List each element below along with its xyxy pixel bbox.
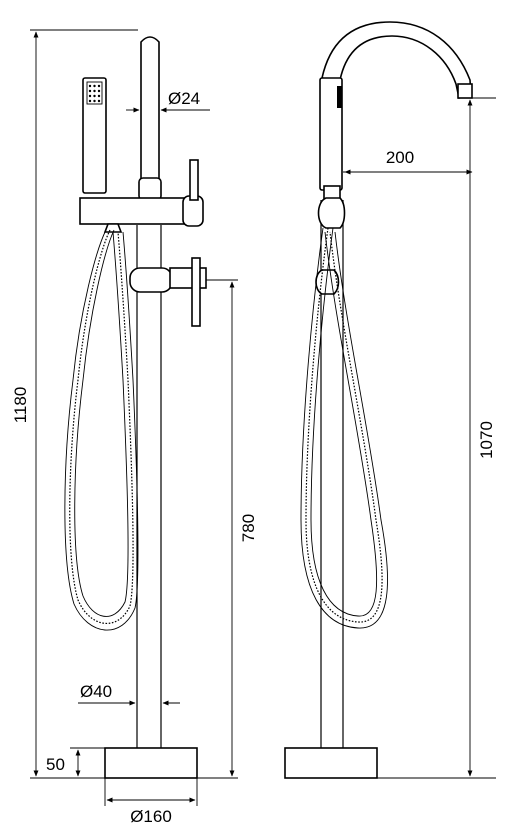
shower-hose-front [64, 229, 139, 631]
hand-shower [82, 77, 107, 194]
dim-base-diameter: Ø160 [130, 807, 172, 826]
floor-base [104, 747, 198, 779]
shower-head-face [86, 81, 103, 105]
dim-spout-height: 1070 [477, 421, 496, 459]
side-floor-base [284, 747, 378, 779]
dim-total-height: 1180 [11, 387, 30, 424]
mixer-lever [189, 159, 199, 201]
dim-spout-reach: 200 [386, 148, 414, 167]
dim-valve-height: 780 [239, 514, 258, 542]
dim-handshower-diameter: Ø24 [168, 89, 200, 108]
shower-hose-side [300, 227, 388, 629]
spout-outlet [457, 83, 473, 99]
front-view: 1180 Ø24 780 Ø40 50 Ø160 [11, 29, 258, 826]
upper-spout-pipe [140, 36, 160, 199]
gooseneck-spout [321, 21, 472, 99]
mixer-body [79, 197, 191, 225]
hose-connector [103, 223, 123, 233]
side-shower-face [337, 86, 342, 108]
dim-base-height: 50 [46, 755, 65, 774]
side-mixer-knob [317, 197, 346, 229]
side-view: 200 1070 [284, 21, 496, 779]
shower-nozzles [88, 84, 101, 103]
dim-pipe-diameter: Ø40 [80, 682, 112, 701]
diverter-body [129, 267, 173, 293]
pipe-collar [138, 177, 162, 201]
diverter-lever [191, 257, 201, 327]
